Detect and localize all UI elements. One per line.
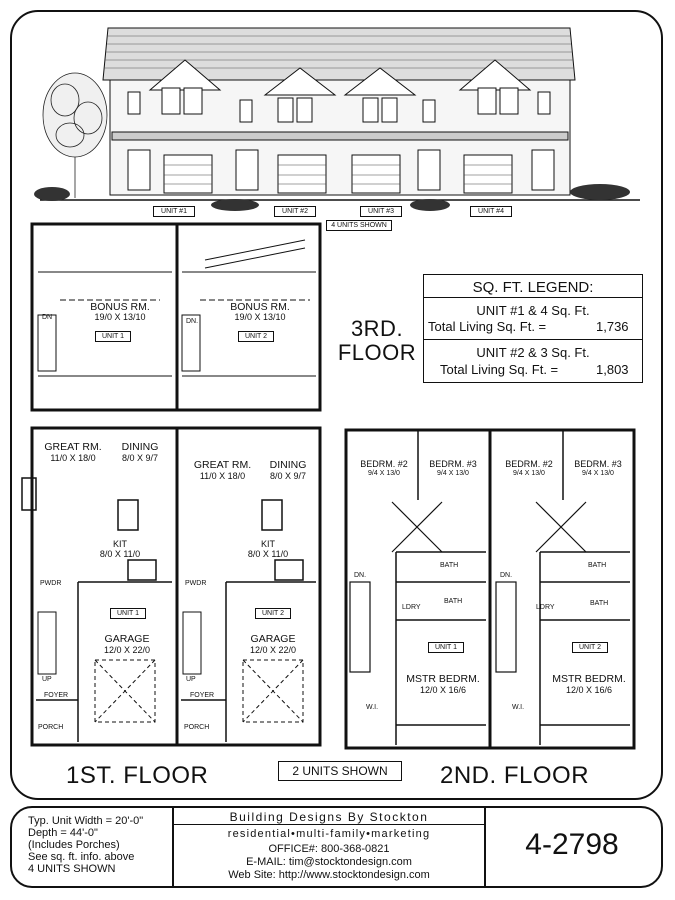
ff1-great-room: GREAT RM. — [44, 441, 102, 453]
office-phone: OFFICE#: 800-368-0821 — [268, 843, 390, 855]
ff1-garage-dims: 12/0 X 22/0 — [103, 645, 151, 655]
sf2-dn: DN. — [500, 572, 513, 579]
spec-units: 4 UNITS SHOWN — [28, 863, 116, 875]
sf2-bath: BATH — [588, 562, 607, 569]
ff2-dining: DINING — [269, 459, 307, 471]
third-floor-title-line2: FLOOR — [337, 340, 417, 365]
company-name: Building Designs By Stockton — [229, 810, 429, 824]
ff1-porch: PORCH — [38, 724, 64, 731]
sf1-bath: BATH — [440, 562, 459, 569]
sf1-master-dims: 12/0 X 16/6 — [419, 685, 467, 695]
spec-porches: (Includes Porches) — [28, 839, 120, 851]
ff1-up: UP — [42, 676, 52, 683]
ff1-dining-dims: 8/0 X 9/7 — [121, 453, 159, 463]
ff1-garage: GARAGE — [104, 633, 150, 645]
bonus-unit-2-tag: UNIT 2 — [238, 331, 274, 342]
sf2-bed2: BEDRM. #2 — [505, 459, 553, 469]
ff1-kitchen: KIT — [112, 539, 127, 549]
ff1-foyer: FOYER — [44, 692, 69, 699]
company-tagline: residential•multi-family•marketing — [227, 828, 431, 840]
legend-row2-total-label: Total Living Sq. Ft. = — [440, 362, 559, 377]
sf2-bath2: BATH — [590, 600, 609, 607]
ff2-kitchen-dims: 8/0 X 11/0 — [247, 549, 289, 559]
four-units-shown-label: 4 UNITS SHOWN — [326, 220, 392, 231]
ff2-porch: PORCH — [184, 724, 210, 731]
email-link[interactable]: E-MAIL: tim@stocktondesign.com — [246, 856, 412, 868]
ff2-powder: PWDR — [185, 580, 207, 587]
sf2-walk-in: W.I. — [512, 704, 525, 711]
ff1-kitchen-dims: 8/0 X 11/0 — [99, 549, 141, 559]
legend-row1-label: UNIT #1 & 4 Sq. Ft. — [476, 303, 590, 318]
first-floor-title: 1ST. FLOOR — [66, 762, 209, 789]
bonus-2-stair-label: DN. — [186, 318, 199, 325]
ff2-great-room: GREAT RM. — [193, 459, 252, 471]
elevation-unit-2-label: UNIT #2 — [274, 206, 316, 217]
ff1-great-room-dims: 11/0 X 18/0 — [50, 453, 96, 463]
legend-row2-label: UNIT #2 & 3 Sq. Ft. — [476, 345, 590, 360]
bonus-room-1-name: BONUS RM. — [90, 301, 150, 313]
legend-row1-total-label: Total Living Sq. Ft. = — [428, 319, 547, 334]
sf2-laundry: LDRY — [536, 604, 555, 611]
ff1-unit-tag: UNIT 1 — [110, 608, 146, 619]
sf1-bed2-dims: 9/4 X 13/0 — [368, 470, 400, 477]
sf2-master: MSTR BEDRM. — [552, 673, 626, 685]
sf1-bed2: BEDRM. #2 — [360, 459, 408, 469]
ff2-kitchen: KIT — [260, 539, 275, 549]
ff2-great-room-dims: 11/0 X 18/0 — [199, 471, 246, 481]
sf1-laundry: LDRY — [402, 604, 421, 611]
ff2-garage-dims: 12/0 X 22/0 — [249, 645, 297, 655]
ff2-up: UP — [186, 676, 196, 683]
sf1-unit-tag: UNIT 1 — [428, 642, 464, 653]
elevation-unit-4-label: UNIT #4 — [470, 206, 512, 217]
elevation-unit-1-label: UNIT #1 — [153, 206, 195, 217]
sf2-master-dims: 12/0 X 16/6 — [565, 685, 613, 695]
sf2-bed3: BEDRM. #3 — [574, 459, 622, 469]
ff2-garage: GARAGE — [250, 633, 296, 645]
sf1-bed3: BEDRM. #3 — [429, 459, 477, 469]
website-link[interactable]: Web Site: http://www.stocktondesign.com — [228, 869, 430, 881]
bonus-room-2-name: BONUS RM. — [230, 301, 290, 313]
ff2-unit-tag: UNIT 2 — [255, 608, 291, 619]
legend-row1-total: 1,736 — [596, 319, 629, 334]
sheet-border — [10, 10, 663, 800]
ff2-foyer: FOYER — [190, 692, 215, 699]
third-floor-title-line1: 3RD. — [350, 316, 404, 341]
bonus-unit-1-tag: UNIT 1 — [95, 331, 131, 342]
ff1-powder: PWDR — [40, 580, 62, 587]
bonus-1-stair-label: DN — [42, 314, 53, 321]
sf1-dn: DN. — [354, 572, 367, 579]
spec-width: Typ. Unit Width = 20'-0" — [28, 815, 144, 827]
legend-title: SQ. FT. LEGEND: — [472, 279, 594, 296]
plan-number: 4-2798 — [525, 828, 619, 861]
ff2-dining-dims: 8/0 X 9/7 — [269, 471, 307, 481]
spec-sqft-note: See sq. ft. info. above — [28, 851, 135, 863]
sf1-bath2: BATH — [444, 598, 463, 605]
sqft-legend: SQ. FT. LEGEND: UNIT #1 & 4 Sq. Ft. Tota… — [423, 274, 643, 383]
title-block: Typ. Unit Width = 20'-0" Depth = 44'-0" … — [10, 806, 663, 888]
sf1-master: MSTR BEDRM. — [406, 673, 480, 685]
elevation-unit-3-label: UNIT #3 — [360, 206, 402, 217]
bonus-room-2-dims: 19/0 X 13/10 — [234, 312, 286, 322]
second-floor-title: 2ND. FLOOR — [440, 762, 590, 789]
sf2-bed3-dims: 9/4 X 13/0 — [582, 470, 614, 477]
sf2-unit-tag: UNIT 2 — [572, 642, 608, 653]
bonus-room-1-dims: 19/0 X 13/10 — [94, 312, 146, 322]
two-units-shown-label: 2 UNITS SHOWN — [278, 761, 402, 781]
legend-row2-total: 1,803 — [596, 362, 629, 377]
spec-depth: Depth = 44'-0" — [28, 827, 98, 839]
ff1-dining: DINING — [121, 441, 159, 453]
sf2-bed2-dims: 9/4 X 13/0 — [513, 470, 545, 477]
sf1-bed3-dims: 9/4 X 13/0 — [437, 470, 469, 477]
sf1-walk-in: W.I. — [366, 704, 379, 711]
